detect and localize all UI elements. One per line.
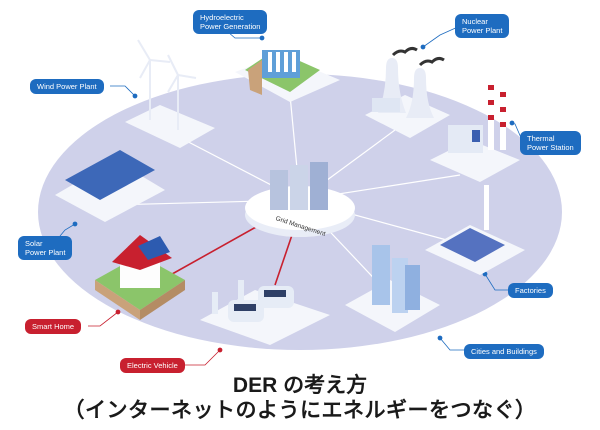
- connection-lines: [109, 94, 466, 291]
- solar-plant: [55, 150, 165, 222]
- hydroelectric-plant: [235, 50, 340, 102]
- label-factories: Factories: [508, 283, 553, 298]
- label-line: Thermal: [527, 134, 555, 143]
- nuclear-plant: [365, 46, 450, 138]
- factories: [425, 185, 525, 275]
- wind-plant: [125, 39, 215, 148]
- title: DER の考え方: [232, 374, 368, 397]
- label-wind: Wind Power Plant: [30, 79, 104, 94]
- label-line: Power Station: [527, 143, 574, 152]
- label-electric-vehicle: Electric Vehicle: [120, 358, 185, 373]
- red-connections: [164, 221, 293, 286]
- label-line: Power Generation: [200, 22, 261, 31]
- label-line: Solar: [25, 239, 43, 248]
- red-leader-lines: [88, 309, 223, 366]
- smart-home: [95, 235, 185, 320]
- label-line: Power Plant: [462, 26, 503, 35]
- label-line: Nuclear: [462, 17, 488, 26]
- label-line: Power Plant: [25, 248, 66, 257]
- label-line: Hydroelectric: [200, 13, 244, 22]
- cities-buildings: [345, 245, 440, 332]
- subtitle: （インターネットのようにエネルギーをつなぐ）: [63, 399, 537, 422]
- grid-management-hub: Grid Management: [245, 162, 355, 238]
- label-smart-home: Smart Home: [25, 319, 82, 334]
- electric-vehicle: [200, 280, 330, 345]
- thermal-plant: [430, 75, 520, 182]
- leader-lines: [59, 25, 523, 351]
- label-cities: Cities and Buildings: [464, 344, 544, 359]
